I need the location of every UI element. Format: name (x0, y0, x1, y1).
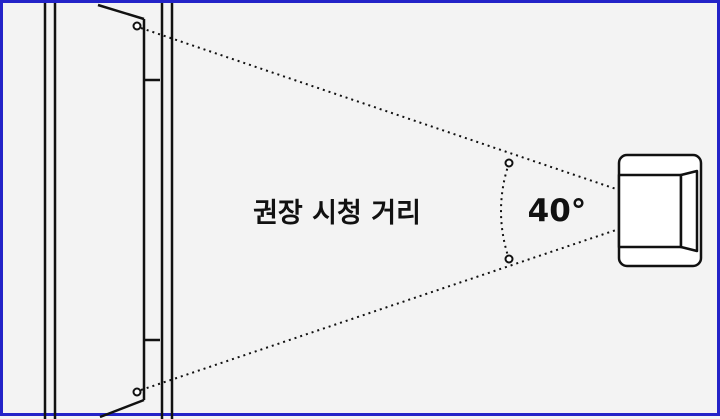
screen-bottom-point (132, 387, 142, 397)
sight-line-top (140, 27, 620, 191)
viewing-distance-diagram: 권장 시청 거리 40° (43, 3, 703, 419)
sofa-icon (617, 153, 703, 268)
sight-lines (140, 27, 620, 391)
sofa-seat (617, 173, 683, 249)
sight-line-bottom (140, 228, 620, 391)
angle-label: 40° (528, 193, 587, 229)
tv-panel (43, 3, 174, 419)
angle-arc (500, 162, 510, 260)
distance-label: 권장 시청 거리 (253, 198, 421, 229)
arc-top-point (504, 158, 514, 168)
tv-screen-bottom (99, 398, 145, 419)
screen-top-point (132, 21, 142, 31)
arc-bottom-point (504, 254, 514, 264)
sofa-arm (679, 169, 699, 253)
tv-screen-top (97, 3, 145, 21)
